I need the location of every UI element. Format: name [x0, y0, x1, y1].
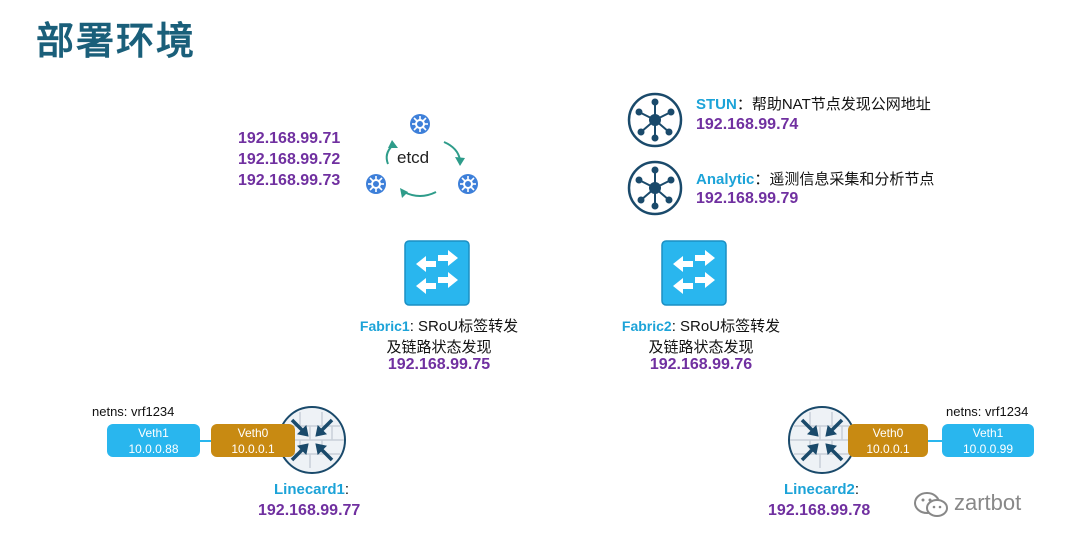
stun-ip: 192.168.99.74	[696, 116, 799, 133]
linecard2-veth1: Veth1 10.0.0.99	[942, 424, 1034, 457]
analytic-desc: ：遥测信息采集和分析节点	[754, 171, 935, 188]
etcd-ip-3: 192.168.99.73	[238, 172, 341, 189]
etcd-ip-1: 192.168.99.71	[238, 130, 341, 147]
linecard1-label: Linecard1:	[274, 481, 349, 498]
etcd-label: etcd	[397, 148, 430, 167]
switch-icon	[661, 240, 727, 306]
linecard2-label: Linecard2:	[784, 481, 859, 498]
hub-network-icon	[627, 92, 683, 148]
veth1-name: Veth1	[972, 426, 1004, 440]
linecard1-veth0: Veth0 10.0.0.1	[211, 424, 295, 457]
kubernetes-icon	[410, 114, 430, 134]
veth0-name: Veth0	[872, 426, 904, 440]
linecard2-ip: 192.168.99.78	[768, 502, 871, 519]
veth0-name: Veth0	[237, 426, 269, 440]
fabric2-ip: 192.168.99.76	[649, 356, 753, 373]
kubernetes-icon	[366, 174, 386, 194]
linecard2-netns: netns: vrf1234	[946, 404, 1029, 419]
linecard2-name: Linecard2	[784, 481, 855, 498]
veth0-ip: 10.0.0.1	[866, 442, 910, 456]
etcd-ip-2: 192.168.99.72	[238, 151, 341, 168]
linecard1-netns: netns: vrf1234	[92, 404, 175, 419]
veth1-ip: 10.0.0.99	[962, 442, 1014, 456]
fabric1-name: Fabric1	[359, 318, 410, 334]
fabric2-name: Fabric2	[621, 318, 672, 334]
analytic-label: Analytic：遥测信息采集和分析节点	[696, 168, 934, 189]
stun-desc: ：帮助NAT节点发现公网地址	[736, 96, 931, 113]
analytic-ip: 192.168.99.79	[696, 190, 799, 207]
fabric1-desc1: : SRoU标签转发	[409, 318, 519, 335]
linecard2-suffix: :	[854, 481, 860, 498]
etcd-cycle-diagram	[366, 114, 478, 198]
watermark-text: zartbot	[954, 490, 1022, 515]
fabric1-desc2: 及链路状态发现	[386, 339, 492, 356]
stun-name: STUN	[696, 96, 737, 113]
router-firewall-icon	[278, 406, 346, 474]
hub-network-icon	[627, 160, 683, 216]
stun-label: STUN：帮助NAT节点发现公网地址	[696, 93, 931, 114]
fabric2-desc2: 及链路状态发现	[648, 339, 754, 356]
linecard1-name: Linecard1	[274, 481, 345, 498]
linecard1-suffix: :	[344, 481, 350, 498]
switch-icon	[404, 240, 470, 306]
veth1-ip: 10.0.0.88	[128, 442, 179, 456]
veth-link	[928, 440, 942, 442]
fabric2-desc1: : SRoU标签转发	[671, 318, 781, 335]
page-title: 部署环境	[36, 19, 197, 63]
veth-link	[200, 440, 212, 442]
veth1-name: Veth1	[138, 426, 169, 440]
router-firewall-icon	[788, 406, 856, 474]
analytic-name: Analytic	[696, 171, 755, 188]
fabric1-label: Fabric1: SRoU标签转发 及链路状态发现	[334, 315, 544, 357]
veth0-ip: 10.0.0.1	[231, 442, 275, 456]
linecard2-veth0: Veth0 10.0.0.1	[848, 424, 928, 457]
etcd-ip-list: 192.168.99.71 192.168.99.72 192.168.99.7…	[238, 128, 340, 191]
fabric2-label: Fabric2: SRoU标签转发 及链路状态发现	[596, 315, 806, 357]
linecard1-veth1: Veth1 10.0.0.88	[107, 424, 200, 457]
wechat-icon	[914, 492, 948, 517]
fabric1-ip: 192.168.99.75	[387, 356, 491, 373]
kubernetes-icon	[458, 174, 478, 194]
linecard1-ip: 192.168.99.77	[258, 502, 361, 519]
